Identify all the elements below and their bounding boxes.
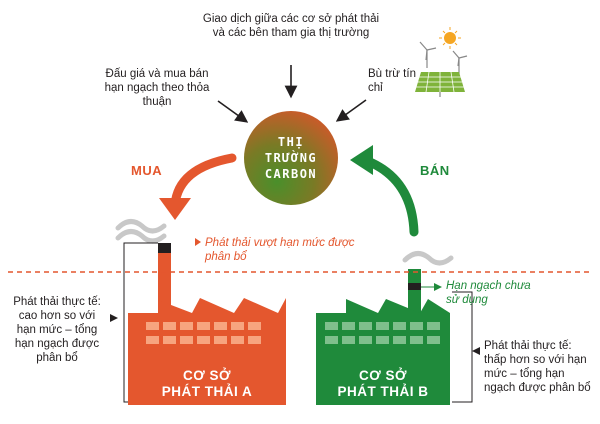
factory-a-label: CƠ SỞ PHÁT THẢI A <box>128 368 286 400</box>
factory-b-label-line1: CƠ SỞ <box>358 368 408 383</box>
solar-wind-icon <box>415 27 468 97</box>
factory-a-label-line2: PHÁT THẢI A <box>161 384 253 399</box>
smoke-icon-b <box>402 251 454 266</box>
sun-icon <box>444 32 456 44</box>
offset-credits-text: Bù trừ tín chỉ <box>368 68 416 94</box>
factory-b-label-line2: PHÁT THẢI B <box>337 384 429 399</box>
smoke-icon-a <box>115 219 167 244</box>
buy-label: MUA <box>131 163 163 178</box>
buy-arrow <box>159 153 237 220</box>
input-arrows <box>217 65 367 123</box>
carbon-market-line2: TRƯỜNG <box>264 151 318 165</box>
factory-a-label-line1: CƠ SỞ <box>182 368 232 383</box>
carbon-market-line3: CARBON <box>264 167 318 181</box>
bracket-right <box>452 291 473 403</box>
sell-label: BÁN <box>420 163 450 178</box>
excess-emission-note: Phát thải vượt hạn mức được phân bổ <box>205 237 355 263</box>
solar-panel-icon <box>415 71 465 97</box>
market-trading-text: Giao dịch giữa các cơ sở phát thải và cá… <box>202 13 380 39</box>
sell-arrow <box>350 145 419 237</box>
carbon-market-line1: THỊ <box>277 135 305 149</box>
factory-b <box>316 269 450 405</box>
auction-text: Đấu giá và mua bán hạn ngạch theo thỏa t… <box>104 68 210 108</box>
carbon-market-circle: THỊ TRƯỜNG CARBON <box>244 111 338 205</box>
wind-turbine-icon <box>419 41 468 74</box>
factory-b-description: Phát thải thực tế: thấp hơn so với hạn m… <box>484 340 591 394</box>
factory-b-label: CƠ SỞ PHÁT THẢI B <box>316 368 450 400</box>
unused-quota-note: Hạn ngạch chưa sử dụng <box>446 280 531 306</box>
factory-a-description: Phát thải thực tế: cao hơn so với hạn mứ… <box>13 296 101 364</box>
